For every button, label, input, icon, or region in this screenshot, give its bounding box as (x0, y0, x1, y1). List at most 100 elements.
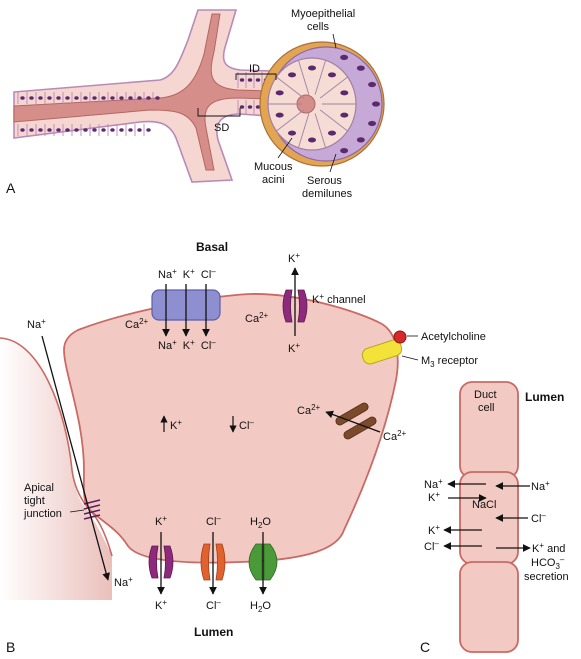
leader-myoepithelial (332, 33, 337, 49)
duct-cell-nucleus (83, 96, 88, 100)
label-c-hco3: HCO3– (531, 555, 565, 571)
acinar-cell-nucleus (340, 90, 349, 96)
label-apical-h2o-top: H2O (250, 516, 271, 530)
label-c-nacl: NaCl (472, 499, 496, 511)
acinar-cell-nucleus (327, 72, 336, 78)
label-ca-right: Ca2+ (245, 311, 269, 325)
duct-cell-nucleus (128, 128, 133, 132)
label-c-k-out: K+ (428, 523, 440, 537)
label-apical-k-top: K+ (155, 514, 167, 528)
label-apical-cl-top: Cl– (206, 514, 221, 528)
label-c-na-left: Na+ (424, 477, 443, 491)
acinar-cell-nucleus (275, 112, 284, 118)
duct-cell-nucleus (128, 96, 133, 100)
label-basal-k-bottom: K+ (288, 341, 300, 355)
acinar-cell-border (297, 113, 310, 148)
leader-mucous (277, 137, 293, 159)
label-c-cl-right: Cl– (531, 511, 546, 525)
serous-cell-nucleus (368, 81, 377, 88)
label-lumen-c: Lumen (525, 390, 564, 404)
label-na-paracellular-top: Na+ (27, 317, 46, 331)
duct-cell-nucleus (56, 96, 61, 100)
duct-cell-nucleus (239, 78, 245, 82)
leader-tight-junction (69, 509, 85, 513)
duct-cell-nucleus (247, 78, 253, 82)
label-ca-out: Ca2+ (383, 429, 407, 443)
label-cytosol-k: K+ (170, 418, 182, 432)
neighbor-cell-membrane (0, 337, 113, 557)
duct-cell-nucleus (65, 128, 70, 132)
duct-cell-nucleus (101, 128, 106, 132)
acinar-cell-nucleus (308, 137, 316, 143)
acinar-cell-border (314, 60, 327, 95)
acinar-cells (268, 54, 380, 154)
duct-cell-nucleus (92, 128, 97, 132)
duct-cell-nucleus (247, 105, 253, 109)
serous-cell-nucleus (372, 101, 380, 107)
panel-c-letter: C (420, 639, 430, 655)
label-myoepithelial-1: Myoepithelial (291, 8, 355, 20)
basal-k-channel (282, 289, 308, 323)
label-sd: SD (214, 122, 229, 134)
label-c-k-and: K+ and (532, 541, 565, 555)
leader-serous (329, 153, 337, 173)
label-k-channel: K+ channel (312, 292, 366, 306)
panel-b-lumen-title: Lumen (194, 625, 233, 639)
arrow-ca-in (325, 410, 381, 433)
label-ca-left: Ca2+ (125, 317, 149, 331)
acinar-cell-border (276, 76, 305, 99)
acinar-cell-nucleus (327, 130, 336, 136)
acinar-cell-border (314, 113, 327, 148)
label-id: ID (249, 63, 260, 75)
label-apical-k-bottom: K+ (155, 598, 167, 612)
label-serous-2: demilunes (302, 188, 353, 200)
acinar-cell-border (319, 109, 348, 132)
acinar-cell-nucleus (288, 130, 297, 136)
bracket-id (235, 73, 277, 80)
serous-cell-nucleus (340, 54, 349, 60)
duct-cell-nucleus (74, 96, 79, 100)
apical-cl-channel (200, 543, 226, 581)
panel-a-duct-tree (13, 9, 301, 183)
duct-cell-nucleus (239, 105, 245, 109)
duct-cell-bottom (459, 561, 519, 653)
duct-cell-nucleus (255, 105, 261, 109)
duct-cell-nucleus (101, 96, 106, 100)
label-na-paracellular-bottom: Na+ (114, 575, 133, 589)
duct-cell-nucleus (119, 96, 124, 100)
panel-b-basal-title: Basal (196, 240, 228, 254)
neighbor-cell (0, 338, 112, 600)
ca-channel (335, 402, 377, 440)
label-c-k-left: K+ (428, 490, 440, 504)
serous-cell-nucleus (368, 120, 377, 127)
label-nkcc-top: Na+ K+ Cl– (158, 265, 216, 281)
duct-cell-nucleus (110, 96, 115, 100)
label-ca-in: Ca2+ (297, 403, 321, 417)
duct-cell-nucleus (137, 96, 142, 100)
m3-receptor (361, 339, 403, 365)
duct-cell-nucleus (110, 128, 115, 132)
acinar-cell-nucleus (340, 112, 349, 118)
duct-cell-nucleus (20, 128, 25, 132)
arrow-na-paracellular (41, 335, 110, 581)
duct-cell-nucleus (29, 96, 34, 100)
duct-cell-nucleus (38, 128, 43, 132)
label-duct-cell-1: Duct (474, 389, 497, 401)
label-nkcc-bottom: Na+ K+ Cl– (158, 336, 216, 352)
label-acetylcholine: Acetylcholine (421, 331, 486, 343)
label-tight-junction-1: Apical (24, 482, 54, 494)
duct-cell-nucleus (20, 96, 25, 100)
duct-cell-nucleus (29, 128, 34, 132)
label-basal-k-top: K+ (288, 251, 300, 265)
apical-k-channel (148, 545, 174, 579)
label-c-secretion: secretion (524, 571, 569, 583)
panel-a-letter: A (6, 180, 16, 196)
label-tight-junction-3: junction (23, 508, 62, 520)
serous-cell-nucleus (356, 65, 365, 71)
acinar-cell-border (297, 60, 310, 95)
acinar-cell-nucleus (308, 65, 316, 71)
label-c-na-right: Na+ (531, 479, 550, 493)
bracket-sd (197, 108, 241, 117)
label-apical-cl-bottom: Cl– (206, 598, 221, 612)
label-mucous-1: Mucous (254, 161, 293, 173)
